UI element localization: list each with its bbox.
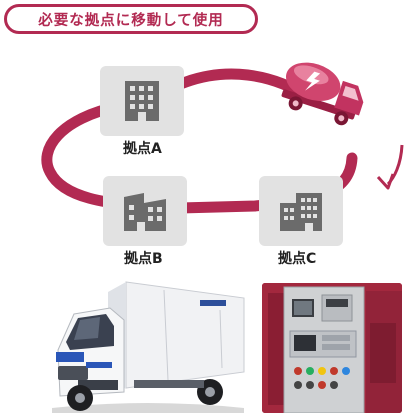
control-panel-photo xyxy=(262,283,402,413)
header-pill: 必要な拠点に移動して使用 xyxy=(4,4,258,34)
base-b-tile xyxy=(103,176,187,246)
tanker-truck-icon xyxy=(281,62,364,126)
truck-photo xyxy=(44,280,250,413)
base-c-tile xyxy=(259,176,343,246)
header-title: 必要な拠点に移動して使用 xyxy=(38,12,224,29)
base-c-label: 拠点C xyxy=(278,251,317,267)
cycle-arrow-head xyxy=(376,173,395,190)
office-building-icon xyxy=(124,193,166,231)
office-building-icon xyxy=(280,193,322,231)
base-a-tile xyxy=(100,66,184,136)
base-a-label: 拠点A xyxy=(123,141,162,157)
base-b-label: 拠点B xyxy=(124,251,163,267)
office-building-icon xyxy=(125,81,159,121)
